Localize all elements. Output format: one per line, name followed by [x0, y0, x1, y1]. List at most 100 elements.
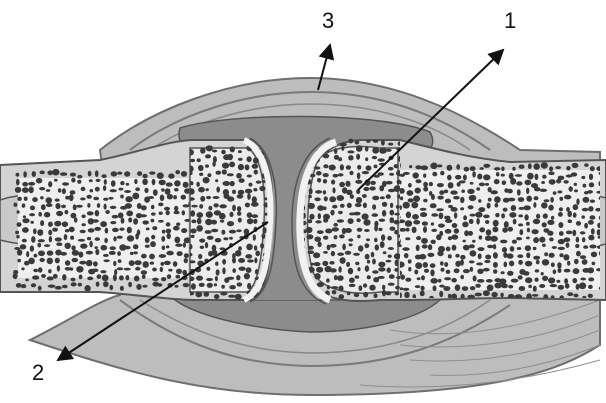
- bone-pore: [216, 269, 220, 275]
- bone-pore: [130, 252, 134, 255]
- bone-pore: [25, 279, 29, 282]
- bone-pore: [23, 215, 26, 218]
- bone-pore: [367, 260, 370, 264]
- bone-pore: [564, 278, 568, 284]
- bone-pore: [151, 219, 155, 223]
- bone-pore: [55, 237, 62, 241]
- bone-pore: [70, 190, 76, 194]
- bone-pore: [463, 245, 470, 251]
- bone-pore: [22, 203, 26, 207]
- bone-pore: [183, 182, 189, 188]
- bone-pore: [553, 191, 557, 195]
- bone-pore: [575, 244, 579, 248]
- bone-pore: [306, 227, 313, 233]
- bone-pore: [348, 218, 354, 224]
- bone-pore: [508, 227, 513, 232]
- bone-pore: [439, 190, 444, 195]
- bone-pore: [556, 179, 561, 184]
- bone-pore: [229, 237, 233, 240]
- bone-pore: [485, 255, 491, 260]
- bone-pore: [58, 188, 61, 192]
- bone-pore: [329, 261, 334, 265]
- bone-pore: [330, 268, 337, 272]
- bone-pore: [573, 204, 579, 210]
- bone-pore: [558, 285, 565, 290]
- bone-pore: [415, 262, 422, 269]
- bone-pore: [373, 293, 377, 298]
- bone-pore: [317, 178, 321, 183]
- bone-pore: [133, 244, 139, 249]
- bone-pore: [82, 223, 86, 226]
- bone-pore: [214, 294, 220, 299]
- bone-pore: [96, 282, 100, 287]
- bone-pore: [94, 227, 101, 231]
- bone-pore: [89, 179, 93, 182]
- bone-pore: [348, 155, 353, 160]
- bone-pore: [495, 213, 499, 217]
- bone-pore: [71, 178, 75, 183]
- bone-pore: [448, 254, 452, 258]
- bone-pore: [467, 189, 474, 194]
- bone-pore: [525, 180, 532, 186]
- bone-pore: [544, 199, 550, 202]
- bone-pore: [104, 238, 108, 243]
- bone-pore: [124, 171, 130, 176]
- bone-pore: [92, 219, 99, 222]
- bone-pore: [386, 260, 392, 263]
- bone-pore: [348, 268, 353, 275]
- bone-pore: [533, 256, 540, 260]
- bone-pore: [556, 280, 560, 283]
- bone-pore: [36, 178, 42, 184]
- bone-pore: [208, 206, 212, 211]
- bone-pore: [134, 179, 137, 184]
- bone-pore: [206, 196, 211, 199]
- bone-pore: [349, 171, 353, 175]
- bone-pore: [405, 278, 411, 282]
- bone-pore: [589, 245, 596, 249]
- bone-pore: [206, 278, 213, 281]
- bone-pore: [113, 261, 116, 266]
- bone-pore: [229, 212, 233, 217]
- bone-pore: [372, 147, 379, 153]
- bone-pore: [511, 205, 517, 211]
- bone-pore: [141, 205, 147, 210]
- bone-pore: [159, 212, 163, 215]
- bone-pore: [357, 235, 360, 239]
- bone-pore: [559, 197, 563, 201]
- bone-pore: [523, 271, 530, 276]
- bone-pore: [110, 246, 116, 250]
- bone-pore: [159, 180, 166, 186]
- bone-pore: [421, 275, 425, 280]
- bone-pore: [199, 204, 203, 209]
- bone-pore: [378, 158, 385, 161]
- bone-pore: [430, 269, 434, 276]
- bone-pore: [390, 217, 395, 223]
- bone-pore: [227, 154, 233, 160]
- bone-pore: [588, 277, 594, 281]
- bone-pore: [41, 274, 46, 278]
- bone-pore: [31, 236, 35, 243]
- bone-pore: [23, 171, 27, 177]
- bone-pore: [487, 203, 491, 209]
- bone-pore: [152, 278, 159, 282]
- bone-pore: [317, 205, 324, 211]
- bone-pore: [581, 215, 585, 218]
- bone-pore: [583, 197, 590, 203]
- bone-pore: [62, 221, 68, 227]
- bone-pore: [161, 236, 165, 242]
- bone-pore: [510, 178, 516, 185]
- bone-pore: [77, 180, 81, 184]
- bone-pore: [366, 238, 370, 241]
- bone-pore: [379, 219, 386, 222]
- bone-pore: [345, 181, 350, 187]
- bone-pore: [119, 228, 124, 231]
- bone-pore: [199, 283, 205, 287]
- bone-pore: [459, 180, 466, 183]
- bone-pore: [444, 190, 449, 194]
- callout-1-label: 1: [504, 8, 516, 33]
- bone-pore: [81, 187, 86, 191]
- bone-pore: [141, 254, 147, 259]
- bone-pore: [455, 261, 461, 267]
- bone-pore: [323, 164, 328, 168]
- bone-pore: [428, 244, 432, 250]
